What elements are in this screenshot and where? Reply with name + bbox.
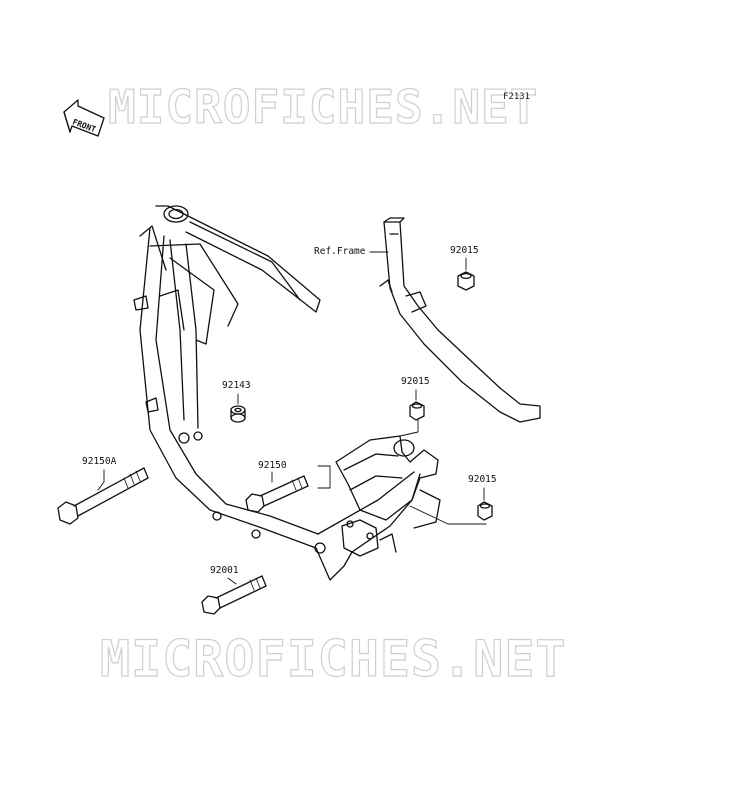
nut-92015-top — [457, 271, 475, 291]
callout-92150: 92150 — [258, 460, 287, 471]
callout-92015-top: 92015 — [450, 245, 479, 256]
figure-code: F2131 — [503, 92, 531, 102]
watermark-top: MICROFICHES.NET — [107, 79, 539, 134]
leader-lines — [97, 251, 487, 585]
callout-92001: 92001 — [210, 565, 239, 576]
callout-92143: 92143 — [222, 380, 251, 391]
callout-92015-mid: 92015 — [401, 376, 430, 387]
front-arrow-icon: FRONT — [63, 99, 105, 137]
bolt-92150 — [245, 475, 309, 513]
collar-92143 — [230, 405, 246, 423]
main-frame — [133, 205, 441, 581]
bolt-92001 — [201, 575, 267, 615]
callout-92150a: 92150A — [82, 456, 117, 467]
bolt-92150a — [57, 467, 149, 525]
ref-frame-part — [379, 217, 541, 423]
nut-92015-mid — [409, 401, 425, 421]
nut-92015-right — [477, 501, 493, 521]
callout-92015-right: 92015 — [468, 474, 497, 485]
callout-ref-frame: Ref.Frame — [314, 246, 366, 257]
watermark-bottom: MICROFICHES.NET — [99, 629, 567, 688]
